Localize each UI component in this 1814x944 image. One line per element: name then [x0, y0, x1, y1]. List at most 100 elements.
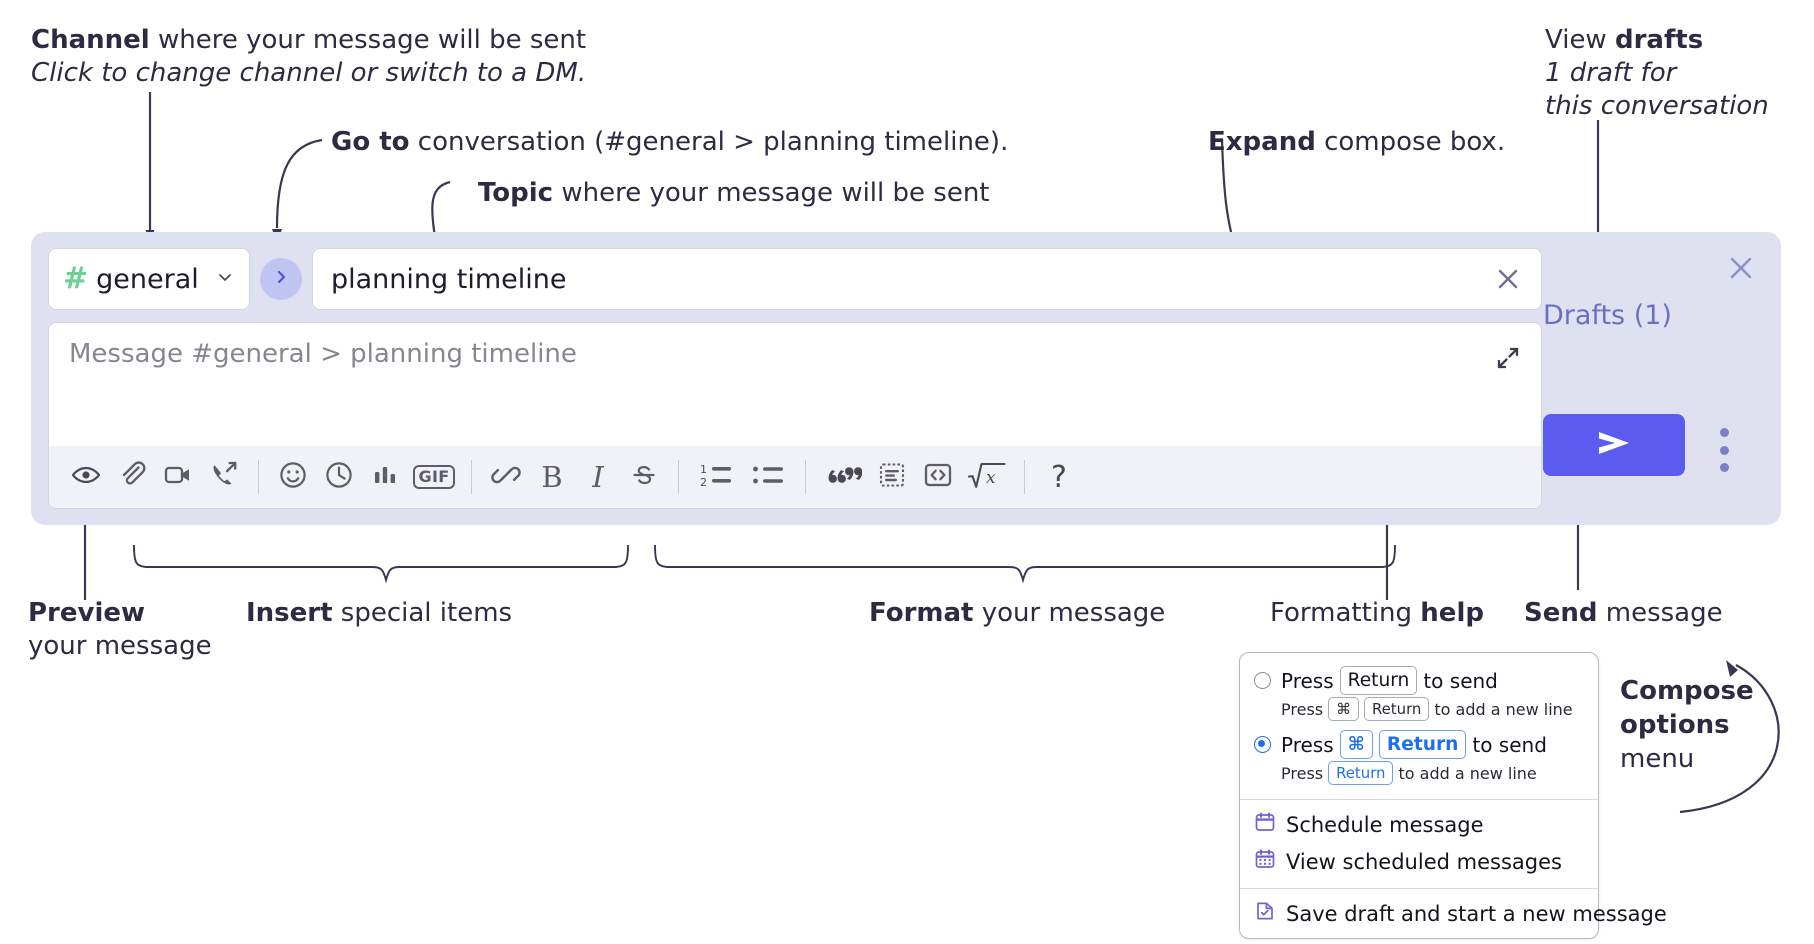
radio-icon-return[interactable] — [1254, 672, 1271, 690]
chevron-right-icon — [271, 267, 291, 292]
svg-text:2: 2 — [700, 476, 707, 489]
radio-icon-cmd-return[interactable] — [1254, 736, 1271, 754]
annotation-goto-bold: Go to — [331, 127, 410, 157]
compose-box: # general planning timeline Message #g — [31, 232, 1781, 525]
code-block-button[interactable] — [869, 454, 915, 500]
bar-chart-icon — [370, 460, 400, 495]
annotation-goto-rest: conversation (#general > planning timeli… — [409, 127, 1009, 157]
poll-button[interactable] — [362, 454, 408, 500]
key-return-2: Return — [1363, 697, 1430, 722]
key-command-2: ⌘ — [1339, 730, 1373, 760]
option1-sub-pre: Press — [1281, 699, 1324, 719]
strikethrough-button[interactable] — [621, 454, 667, 500]
annotation-topic: Topic where your message will be sent — [478, 177, 990, 210]
message-input[interactable]: Message #general > planning timeline — [69, 339, 577, 369]
toolbar-divider-2 — [471, 460, 472, 494]
annotation-expand-bold: Expand — [1208, 127, 1316, 157]
send-option-cmd-return[interactable]: Press ⌘ Return to send — [1240, 727, 1598, 760]
annotation-expand-rest: compose box. — [1315, 127, 1506, 157]
menu-item-view-scheduled-messages[interactable]: View scheduled messages — [1240, 843, 1598, 880]
annotation-preview-sub: your message — [28, 631, 212, 662]
quote-icon — [824, 460, 863, 495]
send-message-button[interactable] — [1543, 414, 1685, 476]
phone-arrow-icon — [209, 460, 239, 495]
italic-icon: I — [592, 460, 604, 494]
option1-post: to send — [1423, 668, 1498, 693]
video-camera-icon — [162, 459, 194, 496]
more-vertical-icon-dot-3 — [1719, 463, 1729, 472]
svg-text:x: x — [986, 468, 996, 488]
menu-item-save-draft-new-message[interactable]: Save draft and start a new message — [1240, 895, 1667, 932]
strikethrough-icon — [629, 460, 659, 495]
annotation-expand: Expand compose box. — [1208, 126, 1505, 159]
inline-code-button[interactable] — [915, 454, 961, 500]
compose-options-button[interactable] — [1717, 428, 1731, 472]
compose-right-rail: Drafts (1) — [1525, 232, 1781, 525]
toolbar-divider-3 — [678, 460, 679, 494]
toolbar-divider-4 — [805, 460, 806, 494]
annotation-drafts-bold: drafts — [1614, 25, 1704, 55]
annotation-channel-rest: where your message will be sent — [149, 25, 587, 55]
menu-item-schedule-message[interactable]: Schedule message — [1240, 806, 1598, 843]
reminder-button[interactable] — [316, 454, 362, 500]
topic-field[interactable]: planning timeline — [312, 248, 1542, 310]
option1-pre: Press — [1281, 668, 1334, 693]
annotation-preview: Preview your message — [28, 597, 212, 663]
bulleted-list-button[interactable] — [742, 454, 794, 500]
eye-icon — [70, 459, 102, 496]
topic-value[interactable]: planning timeline — [331, 263, 567, 295]
expand-diagonal-icon[interactable] — [1493, 343, 1523, 378]
bold-icon: B — [541, 460, 563, 494]
record-video-clip-button[interactable] — [155, 454, 201, 500]
send-option-cmd-return-sub: Press Return to add a new line — [1240, 759, 1598, 791]
close-icon — [1723, 257, 1759, 290]
channel-selector[interactable]: # general — [48, 248, 250, 310]
link-button[interactable] — [483, 454, 529, 500]
menu-item-label: Save draft and start a new message — [1286, 901, 1667, 926]
toolbar-divider-5 — [1024, 460, 1025, 494]
option2-sub-pre: Press — [1281, 763, 1324, 783]
gif-icon: GIF — [412, 465, 456, 489]
annotation-insert: Insert special items — [246, 597, 512, 630]
gif-button[interactable]: GIF — [408, 454, 460, 500]
annotation-preview-bold: Preview — [28, 598, 146, 628]
formatting-toolbar: GIF B I — [49, 446, 1541, 508]
key-return: Return — [1339, 666, 1418, 696]
code-block-icon — [877, 460, 907, 495]
drafts-link[interactable]: Drafts (1) — [1543, 300, 1672, 331]
send-option-return[interactable]: Press Return to send — [1240, 663, 1598, 696]
svg-text:1: 1 — [700, 463, 707, 476]
channel-name: general — [96, 263, 199, 295]
chevron-down-icon — [215, 267, 235, 292]
calendar-icon — [1254, 811, 1276, 838]
italic-button[interactable]: I — [575, 454, 621, 500]
attach-file-button[interactable] — [109, 454, 155, 500]
close-icon[interactable] — [1491, 262, 1525, 296]
clock-icon — [323, 459, 355, 496]
toolbar-divider-1 — [258, 460, 259, 494]
file-check-icon — [1254, 900, 1276, 927]
annotation-format-rest: your message — [973, 598, 1166, 628]
bold-button[interactable]: B — [529, 454, 575, 500]
ordered-list-button[interactable]: 1 2 — [690, 454, 742, 500]
option2-post: to send — [1472, 732, 1547, 757]
formatting-help-button[interactable]: ? — [1036, 454, 1082, 500]
compose-main-area: # general planning timeline Message #g — [48, 248, 1542, 509]
annotation-send: Send message — [1524, 597, 1723, 630]
blockquote-button[interactable] — [817, 454, 869, 500]
close-compose-button[interactable] — [1723, 250, 1759, 291]
key-return-3: Return — [1378, 730, 1467, 760]
question-mark-icon: ? — [1051, 459, 1067, 495]
preview-message-button[interactable] — [63, 454, 109, 500]
emoji-button[interactable] — [270, 454, 316, 500]
math-button[interactable]: x — [961, 454, 1013, 500]
option2-sub-post: to add a new line — [1398, 763, 1537, 783]
goto-conversation-button[interactable] — [260, 258, 302, 300]
annotation-help: Formatting help — [1270, 597, 1484, 630]
send-paper-plane-icon — [1593, 426, 1635, 465]
record-audio-clip-button[interactable] — [201, 454, 247, 500]
menu-item-label: View scheduled messages — [1286, 849, 1562, 874]
annotation-channel-bold: Channel — [31, 25, 150, 55]
menu-divider-2 — [1240, 888, 1598, 890]
option2-pre: Press — [1281, 732, 1334, 757]
